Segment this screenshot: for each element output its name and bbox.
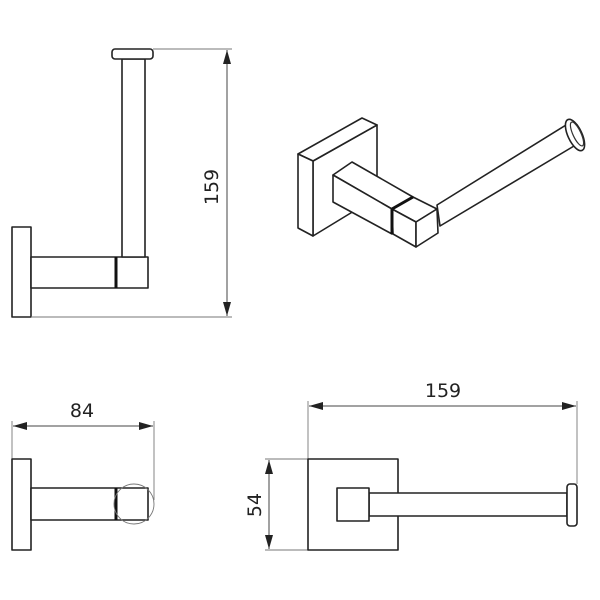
arm — [30, 256, 149, 289]
wall-plate — [11, 226, 32, 318]
front-view: 159 54 — [244, 380, 578, 551]
arm-end — [336, 487, 370, 522]
rod-end-cap — [111, 48, 154, 60]
arm — [30, 487, 149, 521]
depth-dimension-label: 84 — [70, 400, 94, 422]
height-dimension-label: 159 — [201, 169, 223, 205]
horizontal-rod — [368, 492, 568, 517]
side-view: 159 — [11, 48, 232, 318]
top-view: 84 — [11, 400, 155, 551]
vertical-rod — [121, 58, 146, 258]
plate-front-face — [297, 153, 314, 237]
isometric-view — [297, 117, 586, 248]
plate-dimension-label: 54 — [244, 493, 266, 517]
wall-plate — [11, 458, 32, 551]
rod-end-circle — [113, 483, 155, 525]
cube-side-face — [415, 208, 439, 248]
rod-end-cap — [566, 483, 578, 527]
iso-rod — [436, 124, 575, 227]
width-dimension-label: 159 — [425, 380, 461, 402]
